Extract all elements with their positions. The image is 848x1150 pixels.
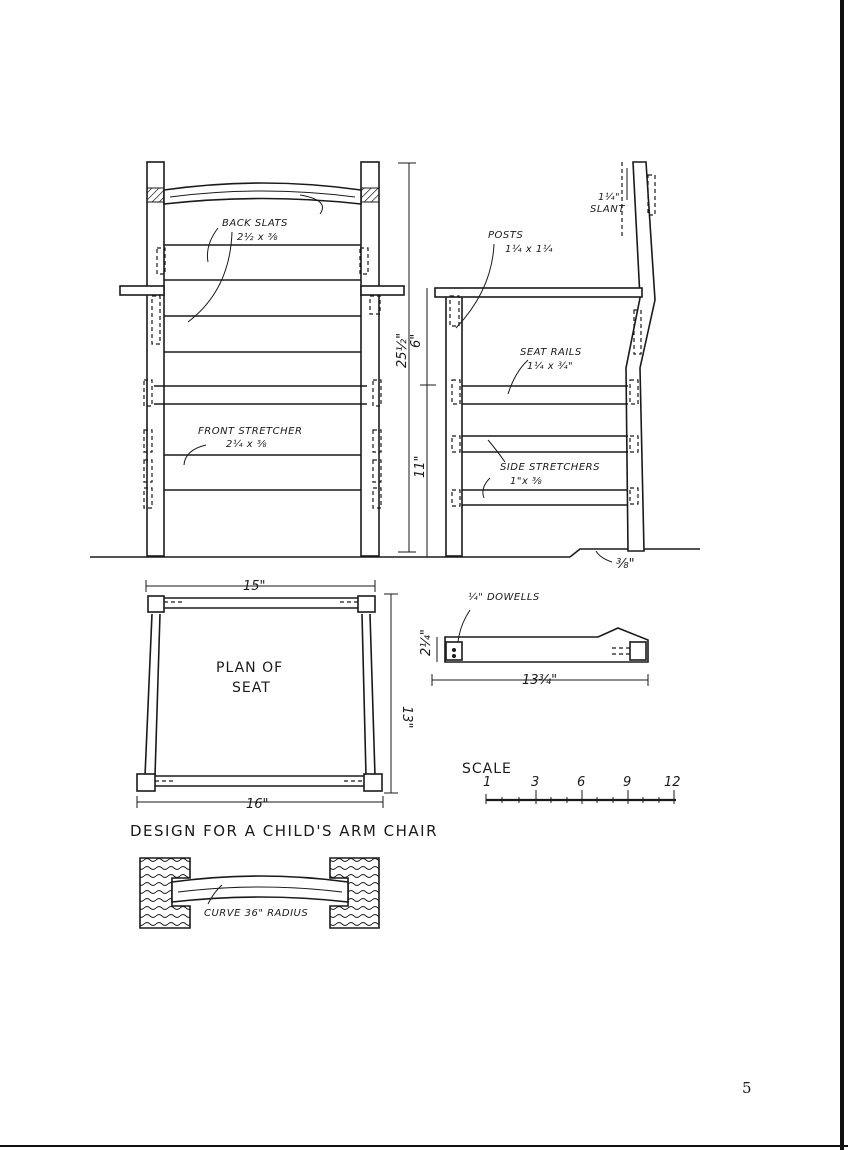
back-slats-label: BACK SLATS bbox=[222, 218, 288, 229]
scale-tick-label: 9 bbox=[623, 775, 631, 790]
slant-word: SLANT bbox=[590, 204, 625, 215]
height-upper-b: 6" bbox=[409, 334, 424, 348]
posts-label: POSTS bbox=[488, 230, 523, 241]
side-front-post bbox=[445, 294, 463, 557]
front-elevation bbox=[90, 161, 700, 558]
plan-back: 16" bbox=[246, 797, 269, 812]
floor-offset: ⅜" bbox=[616, 557, 635, 572]
right-scan-edge bbox=[840, 0, 844, 1150]
front-stretcher-label: FRONT STRETCHER bbox=[198, 426, 302, 437]
curve-note: CURVE 36" RADIUS bbox=[204, 908, 308, 919]
seat-rails-label: SEAT RAILS bbox=[520, 347, 582, 358]
scale-tick-label: 3 bbox=[531, 775, 539, 790]
front-stretcher-size: 2¼ x ⅜ bbox=[226, 438, 267, 450]
plan-depth: 13" bbox=[399, 706, 414, 729]
side-elevation bbox=[434, 161, 656, 563]
front-right-arm bbox=[360, 285, 405, 296]
dowels-label: ¼" DOWELLS bbox=[468, 591, 540, 603]
posts-size: 1¼ x 1¼ bbox=[505, 243, 553, 255]
height-lower: 11" bbox=[413, 455, 428, 478]
side-stretchers-size: 1"x ⅜ bbox=[510, 476, 542, 487]
back-slats-size: 2½ x ⅜ bbox=[237, 231, 278, 243]
height-upper: 25½" bbox=[395, 333, 410, 368]
front-left-arm bbox=[119, 285, 165, 296]
arm-length: 13¾" bbox=[522, 673, 557, 688]
slant-label: 1¼" bbox=[598, 191, 620, 203]
page-number: 5 bbox=[742, 1079, 752, 1097]
arm-plan bbox=[431, 609, 649, 686]
scale-tick-label: 12 bbox=[664, 775, 681, 790]
side-stretchers-label: SIDE STRETCHERS bbox=[500, 462, 600, 473]
scale-bar bbox=[485, 790, 676, 804]
seat-rails-size: 1¼ x ¾" bbox=[527, 360, 573, 372]
arm-width: 2¼" bbox=[419, 629, 434, 656]
side-back-post bbox=[625, 161, 656, 552]
side-arm bbox=[434, 287, 643, 298]
front-right-post bbox=[360, 161, 380, 557]
plan-of-seat bbox=[136, 580, 398, 808]
scale-title: SCALE bbox=[462, 761, 512, 777]
plan-title-1: PLAN OF bbox=[216, 660, 283, 676]
bottom-scan-edge bbox=[0, 1145, 848, 1147]
height-dimensions bbox=[398, 162, 436, 558]
scale-tick-label: 6 bbox=[577, 775, 585, 790]
top-rail-section bbox=[139, 857, 380, 929]
plan-width: 15" bbox=[243, 579, 266, 594]
drawing-title: DESIGN FOR A CHILD'S ARM CHAIR bbox=[130, 822, 438, 840]
front-left-post bbox=[146, 161, 165, 557]
scale-tick-label: 1 bbox=[483, 775, 491, 790]
plan-title-2: SEAT bbox=[232, 680, 271, 696]
